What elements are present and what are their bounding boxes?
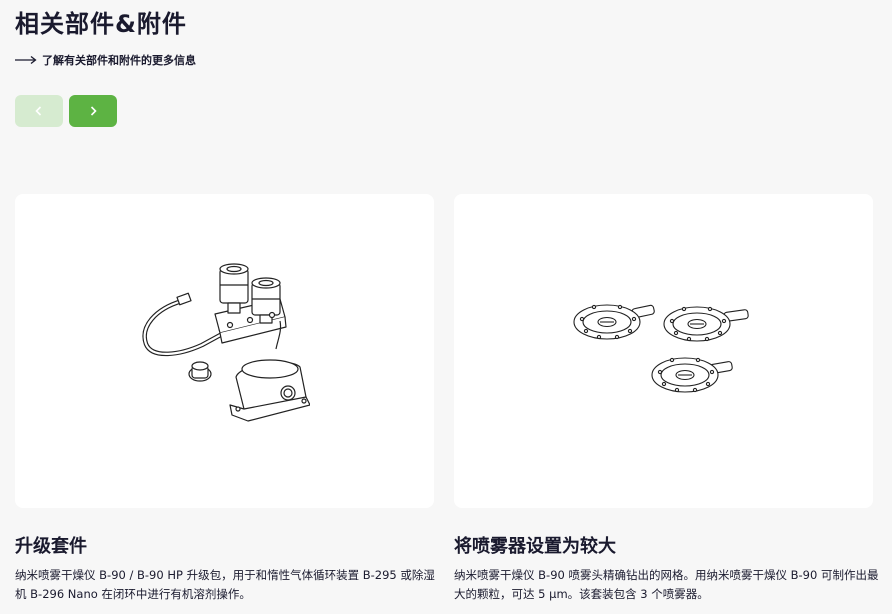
nebulizer-set-image xyxy=(573,304,749,393)
card-description-upgrade-kit: 纳米喷雾干燥仪 B-90 / B-90 HP 升级包，用于和惰性气体循环装置 B… xyxy=(15,568,435,601)
product-card-nebulizer-set[interactable] xyxy=(454,194,873,508)
card-title-nebulizer-set[interactable]: 将喷雾器设置为较大 xyxy=(454,536,616,557)
carousel-nav xyxy=(15,95,117,127)
carousel-prev-button[interactable] xyxy=(15,95,63,127)
card-title-upgrade-kit[interactable]: 升级套件 xyxy=(15,536,87,557)
learn-more-label: 了解有关部件和附件的更多信息 xyxy=(42,54,196,67)
learn-more-link[interactable]: 了解有关部件和附件的更多信息 xyxy=(15,52,196,68)
chevron-right-icon xyxy=(90,106,97,116)
upgrade-kit-image xyxy=(142,263,310,422)
card-description-nebulizer-set: 纳米喷雾干燥仪 B-90 喷雾头精确钻出的网格。用纳米喷雾干燥仪 B-90 可制… xyxy=(454,568,879,601)
carousel-next-button[interactable] xyxy=(69,95,117,127)
page-title: 相关部件&附件 xyxy=(15,10,187,38)
chevron-left-icon xyxy=(35,106,42,116)
arrow-right-icon xyxy=(15,55,37,65)
product-card-upgrade-kit[interactable] xyxy=(15,194,434,508)
